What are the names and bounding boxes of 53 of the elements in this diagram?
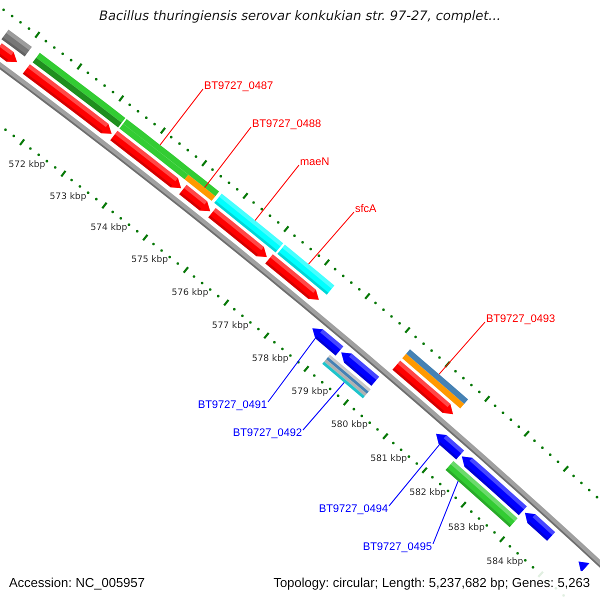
leader-line bbox=[302, 382, 345, 430]
gene-label: BT9727_0494 bbox=[318, 503, 388, 516]
gene-feature-block bbox=[392, 360, 454, 414]
position-label: 583 kbp bbox=[448, 524, 485, 534]
gene-feature-block bbox=[22, 64, 112, 134]
gene-feature-band bbox=[32, 52, 126, 128]
gene-feature-band bbox=[214, 194, 284, 252]
gene-feature-block bbox=[436, 434, 464, 460]
gene-label: sfcA bbox=[355, 203, 376, 216]
gene-feature-band bbox=[277, 244, 334, 295]
position-label: 578 kbp bbox=[252, 354, 289, 364]
position-label: 577 kbp bbox=[212, 322, 249, 332]
map-title: Bacillus thuringiensis serovar konkukian str. 97-27, complet... bbox=[99, 9, 501, 24]
position-label: 584 kbp bbox=[486, 558, 524, 568]
gene-label: BT9727_0488 bbox=[252, 118, 322, 130]
gene-feature-block bbox=[265, 254, 319, 300]
gene-feature-block bbox=[462, 456, 527, 516]
gene-feature-band bbox=[184, 174, 216, 201]
genome-info-text: Topology: circular; Length: 5,237,682 bp; Genes: 5,263 bbox=[273, 576, 590, 590]
gene-label: BT9727_0495 bbox=[362, 541, 432, 554]
position-label: 573 kbp bbox=[50, 192, 86, 202]
position-label: 582 kbp bbox=[409, 489, 446, 500]
gene-feature-band bbox=[119, 119, 220, 196]
gene-feature-block bbox=[0, 43, 18, 62]
position-label: 574 kbp bbox=[90, 224, 128, 234]
gene-feature-block bbox=[208, 208, 267, 258]
leader-line bbox=[308, 212, 354, 265]
leader-line bbox=[268, 338, 316, 402]
leader-line bbox=[204, 126, 252, 188]
gene-label: maeN bbox=[300, 156, 330, 168]
leader-line bbox=[160, 88, 204, 146]
position-label: 576 kbp bbox=[172, 288, 208, 299]
gene-feature-block bbox=[578, 562, 590, 572]
position-label: 572 kbp bbox=[8, 160, 46, 171]
leader-line bbox=[388, 444, 440, 506]
gene-feature-block bbox=[110, 130, 182, 188]
position-label: 575 kbp bbox=[131, 256, 168, 266]
gene-label: BT9727_0492 bbox=[232, 427, 302, 440]
leader-line bbox=[432, 480, 459, 544]
leader-line bbox=[438, 322, 486, 375]
gene-label: BT9727_0493 bbox=[486, 313, 556, 326]
position-label: 580 kbp bbox=[331, 421, 368, 432]
leader-line bbox=[254, 164, 300, 221]
position-label: 579 kbp bbox=[292, 388, 328, 398]
gene-label: BT9727_0487 bbox=[204, 80, 274, 92]
position-label: 581 kbp bbox=[370, 455, 408, 466]
gene-feature-block bbox=[341, 352, 380, 386]
gene-feature-block bbox=[312, 328, 344, 356]
gene-feature-block bbox=[524, 512, 556, 541]
accession-text: Accession: NC_005957 bbox=[9, 576, 145, 590]
gene-label: BT9727_0491 bbox=[198, 399, 267, 412]
gene-feature-block bbox=[179, 184, 210, 212]
gene-feature-band bbox=[1, 30, 32, 56]
